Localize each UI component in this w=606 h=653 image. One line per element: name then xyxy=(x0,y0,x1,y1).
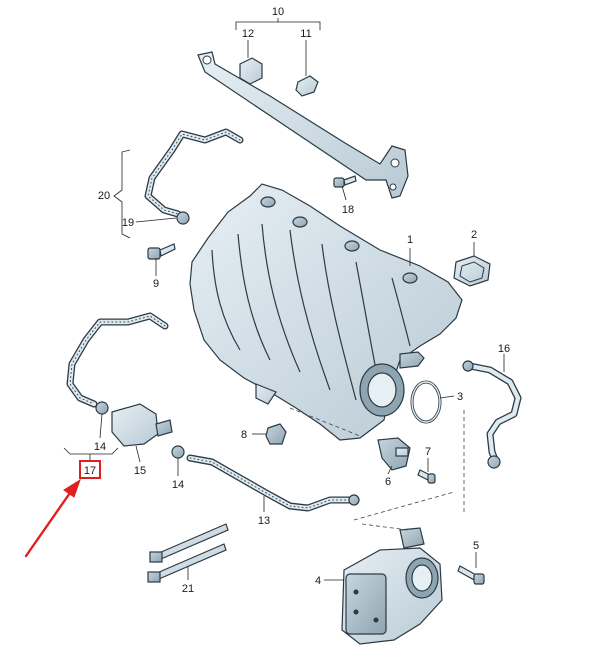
label-14-right: 14 xyxy=(172,479,184,491)
breather-hose xyxy=(144,128,244,225)
label-13: 13 xyxy=(258,515,270,527)
label-9: 9 xyxy=(153,278,159,290)
clip-part xyxy=(239,57,263,85)
intake-manifold xyxy=(189,183,463,441)
label-12: 12 xyxy=(242,28,254,40)
label-1: 1 xyxy=(407,234,413,246)
highlight-marker xyxy=(24,460,101,558)
bolt-part xyxy=(457,565,485,585)
o-ring xyxy=(410,380,442,424)
label-21: 21 xyxy=(182,583,194,595)
leader-lines xyxy=(63,18,505,581)
label-16: 16 xyxy=(498,343,510,355)
part-number-labels: 10 12 11 20 19 18 9 1 2 16 3 8 7 6 14 15… xyxy=(84,6,510,595)
label-7: 7 xyxy=(425,446,431,458)
label-19: 19 xyxy=(122,217,134,229)
grommet-part xyxy=(265,423,287,445)
screw-part xyxy=(417,469,436,484)
gasket-part xyxy=(453,255,491,287)
vacuum-line xyxy=(186,454,360,512)
cable-ties xyxy=(147,523,229,583)
label-10: 10 xyxy=(272,6,284,18)
label-3: 3 xyxy=(457,391,463,403)
label-17: 17 xyxy=(84,465,96,477)
label-15: 15 xyxy=(134,465,146,477)
bolt-part xyxy=(333,175,357,188)
assembly-guides xyxy=(289,407,465,531)
highlight-box xyxy=(79,460,101,479)
label-8: 8 xyxy=(241,429,247,441)
label-18: 18 xyxy=(342,204,354,216)
screw-part xyxy=(147,243,176,260)
vacuum-hose-assembly xyxy=(66,312,185,459)
red-pointer-arrow-icon xyxy=(24,478,81,558)
label-4: 4 xyxy=(315,575,321,587)
label-5: 5 xyxy=(473,540,479,552)
sensor-part xyxy=(377,437,411,471)
retainer-part xyxy=(295,75,319,97)
label-2: 2 xyxy=(471,229,477,241)
throttle-body xyxy=(341,527,443,645)
label-11: 11 xyxy=(300,28,311,40)
coolant-hose xyxy=(462,360,522,469)
label-6: 6 xyxy=(385,476,391,488)
label-14-left: 14 xyxy=(94,441,106,453)
label-20: 20 xyxy=(98,190,110,202)
bracket-rail xyxy=(197,51,409,199)
